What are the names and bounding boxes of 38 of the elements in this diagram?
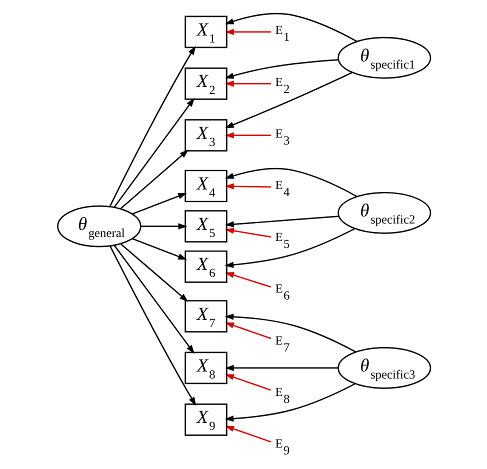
arrow xyxy=(120,243,188,302)
node-box: X$_{8}$ xyxy=(184,351,227,384)
arrow xyxy=(224,80,270,86)
arrow xyxy=(224,28,270,35)
arrow xyxy=(108,45,196,206)
arrow xyxy=(109,246,196,406)
arrow xyxy=(224,374,271,390)
node-box: X$_{6}$ xyxy=(184,250,227,282)
arrow xyxy=(140,222,187,229)
node-box: X$_{5}$ xyxy=(184,210,227,242)
arrow xyxy=(224,227,271,238)
node-ellipse: θ$_{specific1}$ xyxy=(337,36,431,78)
node-ellipse: θ$_{specific2}$ xyxy=(337,191,431,234)
node-box: X$_{1}$ xyxy=(184,15,227,48)
arrow xyxy=(224,425,271,442)
arrow xyxy=(224,322,271,339)
arrow xyxy=(224,313,356,352)
node-ellipse: θ$_{specific3}$ xyxy=(337,346,431,388)
arrow xyxy=(113,97,194,207)
node-ellipse: θ$_{general}$ xyxy=(56,204,141,247)
node-box: X$_{3}$ xyxy=(184,118,227,152)
arrow xyxy=(224,182,270,189)
arrow xyxy=(224,72,352,128)
arrow xyxy=(113,244,194,354)
arrow xyxy=(224,168,357,196)
node-box: X$_{9}$ xyxy=(184,402,227,436)
arrow xyxy=(224,58,338,78)
arrow xyxy=(224,132,270,138)
arrow xyxy=(132,238,187,260)
node-box: X$_{7}$ xyxy=(184,300,227,332)
arrow xyxy=(224,272,271,288)
arrow xyxy=(120,149,188,208)
node-box: X$_{2}$ xyxy=(184,66,227,100)
arrow xyxy=(224,12,357,42)
arrow xyxy=(224,364,338,371)
node-box: X$_{4}$ xyxy=(184,169,227,202)
arrow xyxy=(132,192,187,214)
arrow xyxy=(224,215,338,227)
